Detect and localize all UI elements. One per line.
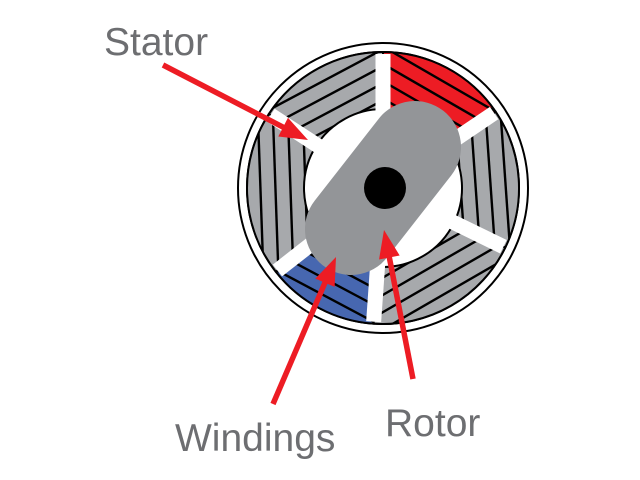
shaft — [364, 167, 406, 209]
stator-arrow — [161, 62, 308, 140]
hatch-line — [580, 0, 611, 393]
hatch-line — [223, 0, 238, 414]
hatch-line — [595, 0, 626, 392]
hatch-line — [251, 113, 270, 272]
hatch-line — [268, 52, 383, 145]
motor-geometry — [161, 0, 640, 415]
label-windings: Windings — [175, 417, 335, 460]
hatch-line — [373, 222, 506, 324]
hatch-line — [208, 0, 223, 415]
hatch-line — [268, 52, 383, 145]
rotor-arrow-shaft — [386, 254, 416, 380]
hatch-line — [373, 222, 506, 324]
stator-slot — [442, 211, 507, 254]
hatch-line — [535, 0, 566, 396]
hatch-line — [550, 0, 581, 395]
hatch-line — [373, 222, 506, 324]
rotor-arrow — [379, 230, 416, 380]
hatch-line — [565, 0, 596, 394]
windings-arrow-shaft — [270, 278, 329, 406]
winding-top-left — [267, 50, 384, 147]
hatch-line — [275, 236, 378, 324]
hatch-line — [488, 111, 519, 248]
hatch-line — [473, 111, 507, 248]
hatch-line — [383, 52, 496, 144]
windings-arrow — [270, 257, 336, 406]
stator-arrow-head — [278, 117, 308, 140]
hatch-line — [383, 52, 496, 144]
stator-arrow-shaft — [161, 62, 288, 131]
windings-arrow-head — [315, 257, 336, 287]
stator-slot — [366, 257, 386, 323]
rotor-arrow-head — [379, 230, 400, 260]
hatch-line — [266, 113, 285, 272]
label-stator: Stator — [104, 21, 208, 64]
hatch-line — [610, 0, 640, 391]
stator-slot — [375, 54, 391, 118]
label-rotor: Rotor — [385, 402, 480, 445]
hatch-line — [458, 111, 492, 248]
hatch-line — [268, 52, 383, 145]
hatch-line — [281, 113, 300, 272]
